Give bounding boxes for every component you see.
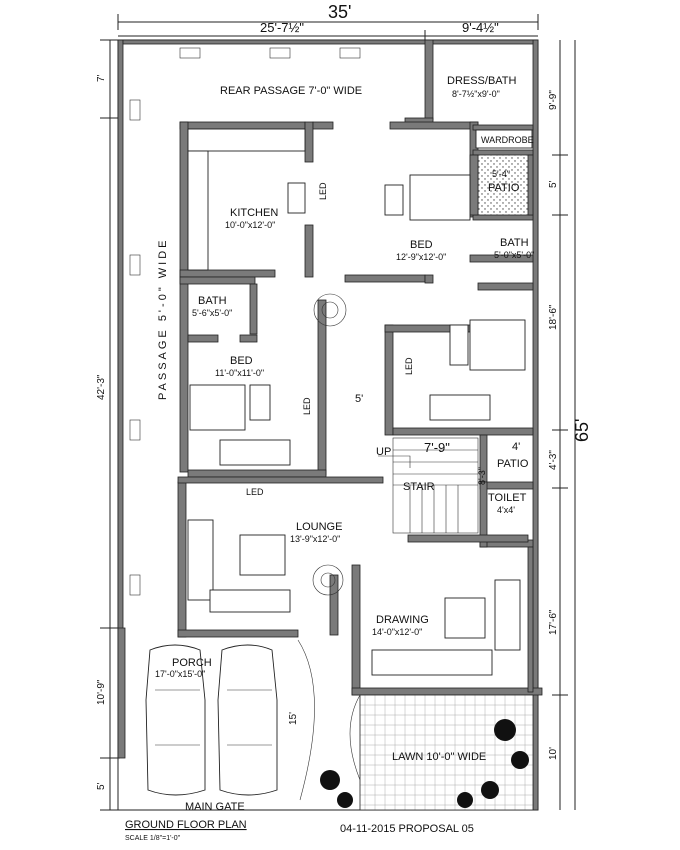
floor-medallion-1	[313, 293, 347, 327]
kitchen-size: 10'-0"x12'-0"	[225, 220, 275, 230]
side-passage-label: PASSAGE 5'-0" WIDE	[157, 238, 169, 401]
bed1-size: 12'-9"x12'-0"	[396, 252, 446, 262]
car-left	[145, 644, 206, 796]
stair-name: STAIR	[403, 481, 435, 493]
lounge-size: 13'-9"x12'-0"	[290, 534, 340, 544]
bed2-name: BED	[230, 355, 253, 367]
patio1-name: PATIO	[488, 182, 520, 194]
led-label-4: LED	[246, 487, 264, 497]
led-label-3: LED	[302, 397, 312, 415]
left-dim-porch: 10'-9"	[96, 679, 107, 705]
lawn-shrubs	[320, 719, 529, 808]
dimension-lines	[100, 14, 576, 811]
top-right-dim: 9'-4½"	[462, 20, 499, 35]
corridor-dim: 5'	[355, 393, 363, 405]
main-gate-label: MAIN GATE	[185, 801, 245, 813]
left-dim-main: 42'-3"	[96, 374, 107, 400]
right-dim-drawing: 17'-6"	[548, 609, 559, 635]
porch-drive-dim: 15'	[288, 712, 299, 725]
wardrobe-label: WARDROBE	[481, 135, 534, 145]
top-left-dim: 25'-7½"	[260, 20, 304, 35]
toilet-name: TOILET	[488, 492, 527, 504]
toilet-size: 4'x4'	[497, 505, 515, 515]
patio2-width: 4'	[512, 441, 520, 453]
led-label-2: LED	[404, 357, 414, 375]
stair-up: UP	[376, 446, 391, 458]
planters	[129, 47, 361, 596]
right-dim-patio: 5'	[548, 180, 559, 188]
stair	[378, 437, 479, 534]
drawing-name: DRAWING	[376, 614, 429, 626]
car-right	[217, 644, 278, 796]
bath2-name: BATH	[198, 295, 227, 307]
overall-width: 35'	[328, 2, 351, 22]
kitchen-name: KITCHEN	[230, 207, 278, 219]
floor-medallion-2	[312, 564, 344, 596]
right-dim-lawn: 10'	[548, 747, 559, 760]
bath1-size: 5'-0"x5'-0"	[494, 250, 534, 260]
right-dim-dress: 9'-9"	[548, 90, 559, 110]
porch-size: 17'-0"x15'-0"	[155, 669, 205, 679]
left-dim-rear: 7'	[96, 74, 107, 82]
stair-height: 8'-3"	[477, 467, 487, 485]
right-dim-bed: 18'-6"	[548, 304, 559, 330]
overall-depth: 65'	[572, 419, 592, 442]
bed2-size: 11'-0"x11'-0"	[215, 368, 264, 378]
right-dim-patio2: 4'-3"	[548, 450, 559, 470]
lawn-label: LAWN 10'-0" WIDE	[392, 751, 486, 763]
dress-bath-size: 8'-7½"x9'-0"	[452, 89, 500, 99]
porch-name: PORCH	[172, 657, 212, 669]
stair-width: 7'-9"	[424, 440, 450, 455]
led-label-1: LED	[318, 182, 328, 200]
bath2-size: 5'-6"x5'-0"	[192, 308, 232, 318]
left-dim-front: 5'	[96, 782, 107, 790]
patio2-name: PATIO	[497, 458, 529, 470]
rear-passage-label: REAR PASSAGE 7'-0" WIDE	[220, 85, 362, 97]
house-walls	[177, 39, 543, 696]
patio1-size: 5'-4"	[492, 169, 510, 179]
dress-bath-name: DRESS/BATH	[447, 75, 517, 87]
lawn-area	[359, 694, 534, 811]
furniture	[187, 128, 526, 676]
lounge-name: LOUNGE	[296, 521, 342, 533]
drawing-size: 14'-0"x12'-0"	[372, 627, 422, 637]
footer-title: GROUND FLOOR PLAN	[125, 819, 247, 831]
footer-proposal: 04-11-2015 PROPOSAL 05	[340, 823, 474, 835]
bed1-name: BED	[410, 239, 433, 251]
footer-scale: SCALE 1/8"=1'-0"	[125, 835, 181, 842]
patio-hatch-1	[478, 155, 528, 215]
bath1-name: BATH	[500, 237, 529, 249]
